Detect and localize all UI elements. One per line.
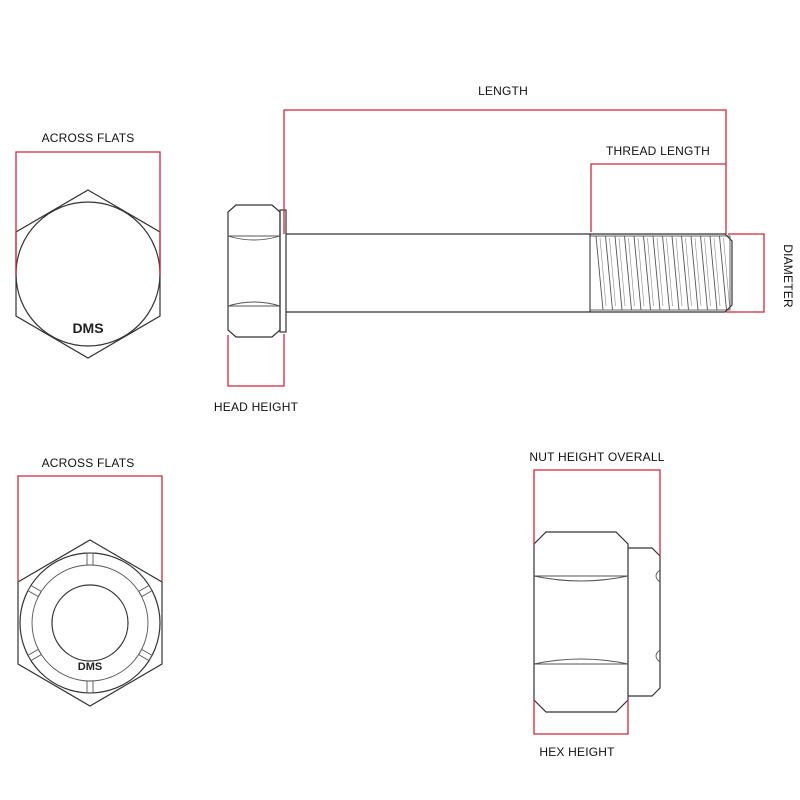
diameter-dimension: DIAMETER bbox=[726, 233, 795, 313]
thread-crest-line bbox=[605, 235, 613, 311]
bolt-across-flats-dimension: ACROSS FLATS bbox=[15, 131, 161, 276]
thread-crest-line bbox=[671, 235, 680, 311]
nut-chamfer-arc bbox=[533, 575, 629, 582]
thread-root-line bbox=[609, 237, 616, 307]
bolt-across-flats-line bbox=[15, 151, 161, 276]
thread-length-label: THREAD LENGTH bbox=[606, 144, 710, 158]
head-height-line bbox=[227, 334, 285, 387]
nut-side-view bbox=[533, 531, 661, 713]
nut-across-flats-label: ACROSS FLATS bbox=[42, 456, 135, 470]
head-height-label: HEAD HEIGHT bbox=[214, 400, 299, 414]
nut-across-flats-line bbox=[17, 475, 163, 582]
thread-root-line bbox=[599, 237, 607, 307]
thread-root-line bbox=[618, 237, 626, 307]
nut-collar-notch bbox=[138, 584, 153, 598]
bolt-shank bbox=[286, 233, 591, 313]
length-dimension: LENGTH bbox=[283, 84, 727, 234]
thread-root-line bbox=[685, 237, 692, 307]
diameter-label: DIAMETER bbox=[781, 244, 795, 308]
thread-length-line bbox=[590, 163, 726, 232]
length-line bbox=[283, 109, 727, 234]
nut-stamp: DMS bbox=[78, 661, 102, 673]
nut-bore-circle bbox=[51, 584, 129, 662]
hex-height-label: HEX HEIGHT bbox=[539, 745, 615, 759]
diameter-line bbox=[726, 233, 765, 313]
hex-height-dimension: HEX HEIGHT bbox=[533, 700, 629, 759]
nut-insert-notch bbox=[655, 649, 661, 663]
thread-root-line bbox=[656, 237, 664, 307]
nut-collar-notch bbox=[27, 648, 42, 662]
thread-root-line bbox=[637, 237, 645, 307]
thread-root-line bbox=[675, 237, 683, 307]
thread-crest-line bbox=[614, 235, 623, 311]
hex-height-line bbox=[533, 700, 629, 735]
thread-root-line bbox=[713, 237, 721, 307]
nut-hex-body bbox=[533, 531, 629, 713]
thread-root-line bbox=[647, 237, 654, 307]
thread-crest-line bbox=[709, 235, 718, 311]
thread-crest-line bbox=[700, 235, 708, 311]
nut-insert-collar bbox=[628, 547, 661, 697]
thread-crest-line bbox=[681, 235, 689, 311]
thread-root-line bbox=[723, 237, 730, 307]
bolt-thread-outline bbox=[590, 233, 733, 313]
head-height-dimension: HEAD HEIGHT bbox=[214, 334, 299, 414]
thread-root-line bbox=[666, 237, 673, 307]
bolt-washer-face bbox=[279, 209, 287, 333]
nut-collar-notch bbox=[86, 680, 94, 694]
bolt-threads bbox=[595, 235, 730, 311]
nut-height-overall-dimension: NUT HEIGHT OVERALL bbox=[529, 450, 665, 556]
bolt-head-chamfer-arc bbox=[227, 301, 281, 307]
thread-crest-line bbox=[624, 235, 632, 311]
nut-height-overall-line bbox=[533, 469, 661, 556]
bolt-head-side bbox=[227, 204, 281, 338]
nut-collar-notch bbox=[138, 648, 153, 662]
length-label: LENGTH bbox=[478, 84, 528, 98]
nut-collar-notch bbox=[27, 584, 42, 598]
thread-crest-line bbox=[662, 235, 670, 311]
nut-notches bbox=[27, 552, 153, 694]
thread-root-line bbox=[628, 237, 635, 307]
thread-length-dimension: THREAD LENGTH bbox=[590, 144, 726, 232]
bolt-head-top-view: DMS bbox=[15, 189, 161, 359]
thread-root-line bbox=[704, 237, 711, 307]
thread-crest-line bbox=[595, 235, 604, 311]
thread-crest-line bbox=[633, 235, 642, 311]
bolt-head-stamp: DMS bbox=[72, 320, 103, 336]
nut-collar-notch bbox=[86, 552, 94, 566]
bolt-across-flats-label: ACROSS FLATS bbox=[42, 131, 135, 145]
bolt-side-view bbox=[227, 204, 733, 338]
thread-crest-line bbox=[719, 235, 727, 311]
thread-crest-line bbox=[690, 235, 699, 311]
thread-crest-line bbox=[643, 235, 651, 311]
nut-top-view: DMS bbox=[17, 539, 163, 707]
bolt-head-chamfer-arc bbox=[227, 235, 281, 241]
thread-root-line bbox=[694, 237, 702, 307]
nut-chamfer-arc bbox=[533, 658, 629, 665]
nut-insert-notch bbox=[655, 569, 661, 583]
nut-across-flats-dimension: ACROSS FLATS bbox=[17, 456, 163, 582]
thread-crest-line bbox=[652, 235, 661, 311]
nut-height-overall-label: NUT HEIGHT OVERALL bbox=[529, 450, 664, 464]
